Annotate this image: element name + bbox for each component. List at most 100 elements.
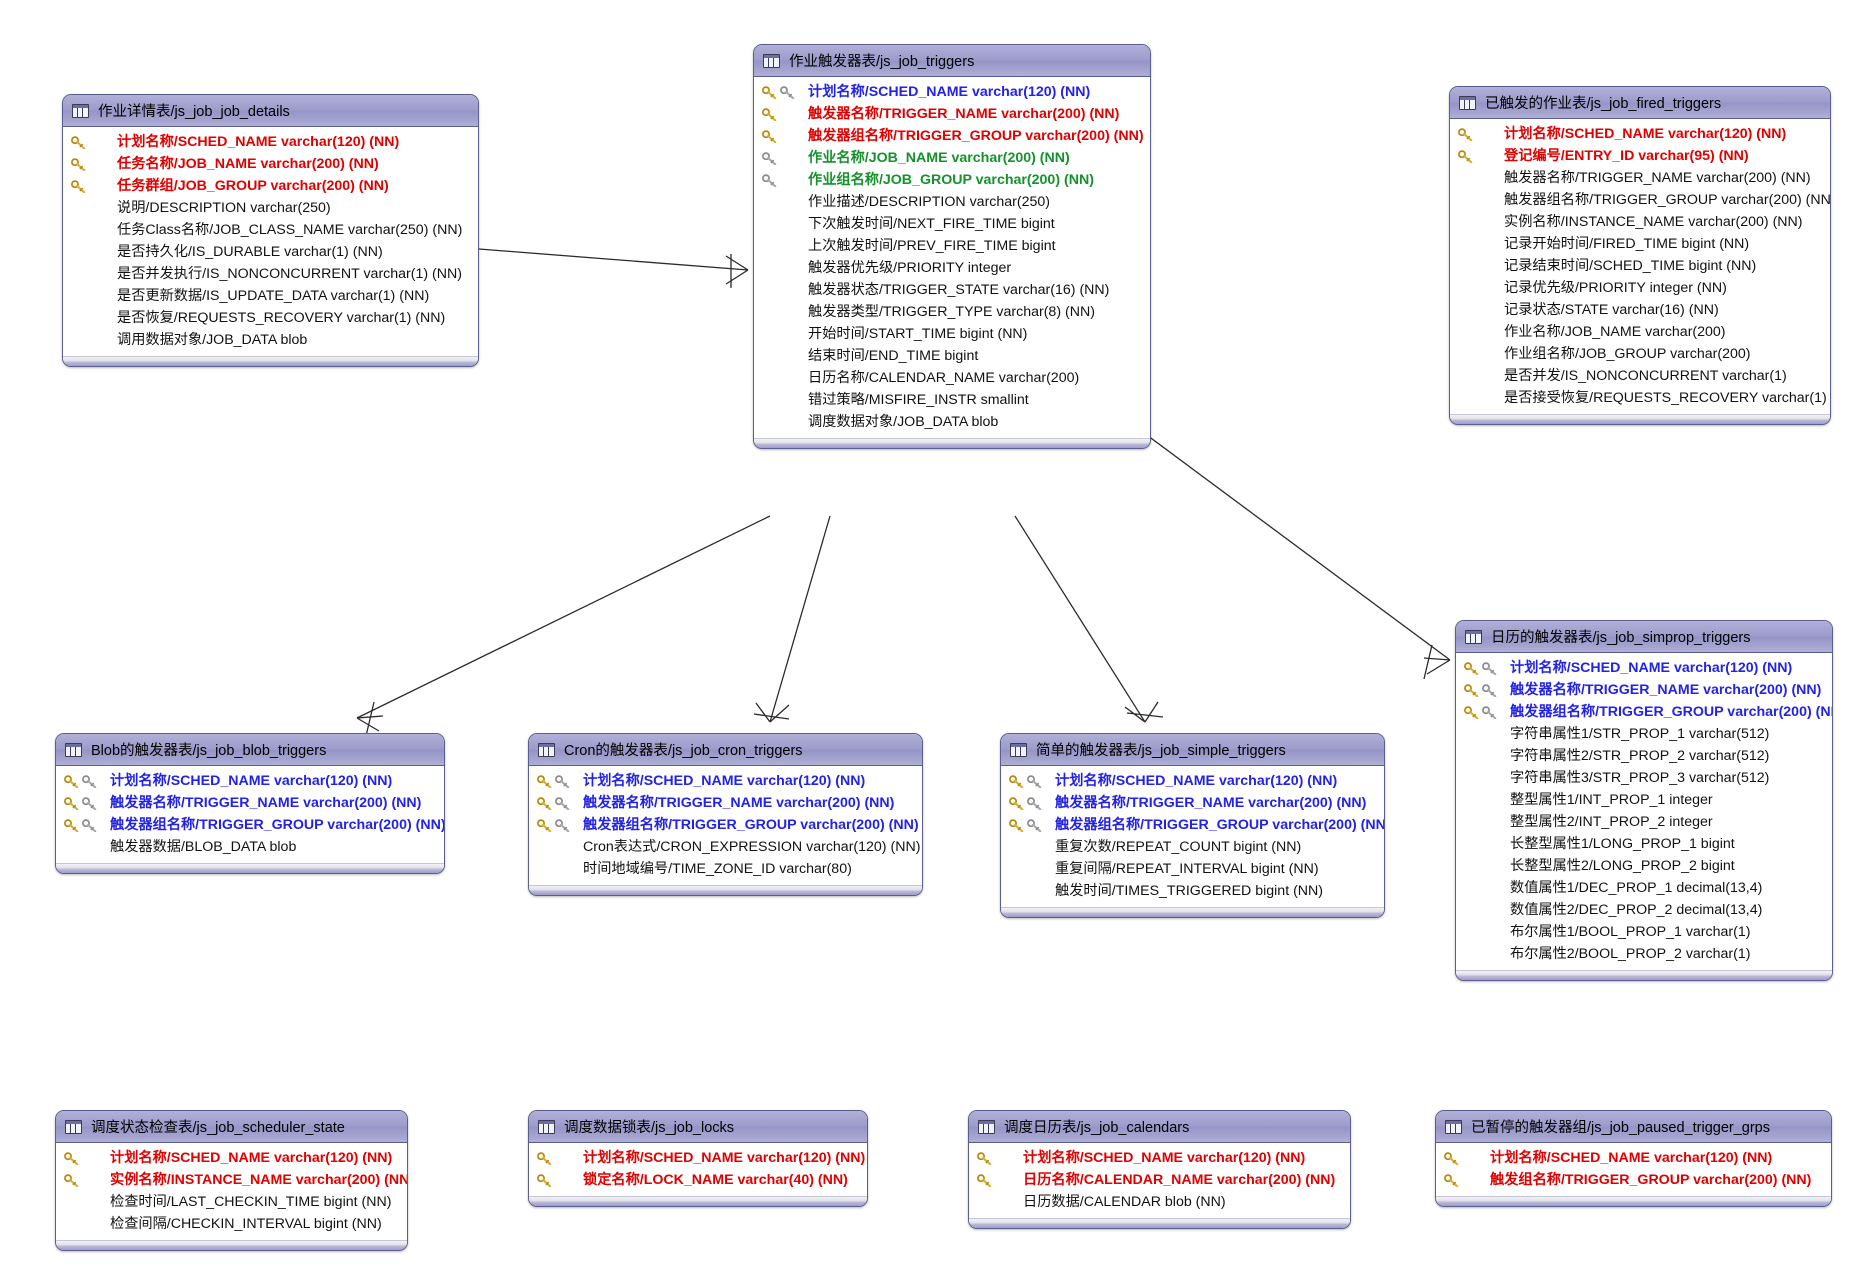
attribute-row[interactable]: 触发器状态/TRIGGER_STATE varchar(16) (NN) (754, 279, 1150, 301)
attribute-row[interactable]: 记录开始时间/FIRED_TIME bigint (NN) (1450, 233, 1830, 255)
attribute-row[interactable]: 日历数据/CALENDAR blob (NN) (969, 1191, 1350, 1213)
entity-cron_triggers[interactable]: Cron的触发器表/js_job_cron_triggers 计划名称/SCHED… (528, 733, 923, 896)
attribute-row[interactable]: 实例名称/INSTANCE_NAME varchar(200) (NN) (56, 1169, 407, 1191)
attribute-row[interactable]: 整型属性2/INT_PROP_2 integer (1456, 811, 1832, 833)
entity-scheduler_state[interactable]: 调度状态检查表/js_job_scheduler_state 计划名称/SCHED… (55, 1110, 408, 1251)
attribute-row[interactable]: 触发器组名称/TRIGGER_GROUP varchar(200) (NN) (56, 814, 444, 836)
attribute-row[interactable]: 触发器类型/TRIGGER_TYPE varchar(8) (NN) (754, 301, 1150, 323)
entity-header-simprop_triggers[interactable]: 日历的触发器表/js_job_simprop_triggers (1456, 621, 1832, 653)
attribute-row[interactable]: 记录结束时间/SCHED_TIME bigint (NN) (1450, 255, 1830, 277)
attribute-row[interactable]: 作业组名称/JOB_GROUP varchar(200) (NN) (754, 169, 1150, 191)
attribute-row[interactable]: 触发器名称/TRIGGER_NAME varchar(200) (NN) (1001, 792, 1384, 814)
attribute-row[interactable]: 字符串属性1/STR_PROP_1 varchar(512) (1456, 723, 1832, 745)
attribute-row[interactable]: 说明/DESCRIPTION varchar(250) (63, 197, 478, 219)
attribute-row[interactable]: 触发时间/TIMES_TRIGGERED bigint (NN) (1001, 880, 1384, 902)
entity-simprop_triggers[interactable]: 日历的触发器表/js_job_simprop_triggers 计划名称/SCHE… (1455, 620, 1833, 981)
attribute-row[interactable]: 字符串属性2/STR_PROP_2 varchar(512) (1456, 745, 1832, 767)
entity-calendars[interactable]: 调度日历表/js_job_calendars 计划名称/SCHED_NAME va… (968, 1110, 1351, 1229)
attribute-row[interactable]: 计划名称/SCHED_NAME varchar(120) (NN) (754, 81, 1150, 103)
attribute-row[interactable]: 是否持久化/IS_DURABLE varchar(1) (NN) (63, 241, 478, 263)
entity-header-job_triggers[interactable]: 作业触发器表/js_job_triggers (754, 45, 1150, 77)
attribute-row[interactable]: 触发器名称/TRIGGER_NAME varchar(200) (NN) (1456, 679, 1832, 701)
attribute-row[interactable]: 锁定名称/LOCK_NAME varchar(40) (NN) (529, 1169, 867, 1191)
attribute-row[interactable]: 计划名称/SCHED_NAME varchar(120) (NN) (1001, 770, 1384, 792)
attribute-row[interactable]: 调用数据对象/JOB_DATA blob (63, 329, 478, 351)
attribute-row[interactable]: 计划名称/SCHED_NAME varchar(120) (NN) (1436, 1147, 1831, 1169)
attribute-row[interactable]: 计划名称/SCHED_NAME varchar(120) (NN) (529, 1147, 867, 1169)
attribute-row[interactable]: 布尔属性2/BOOL_PROP_2 varchar(1) (1456, 943, 1832, 965)
attribute-row[interactable]: 登记编号/ENTRY_ID varchar(95) (NN) (1450, 145, 1830, 167)
attribute-row[interactable]: 触发器名称/TRIGGER_NAME varchar(200) (NN) (1450, 167, 1830, 189)
attribute-row[interactable]: 计划名称/SCHED_NAME varchar(120) (NN) (1450, 123, 1830, 145)
entity-simple_triggers[interactable]: 简单的触发器表/js_job_simple_triggers 计划名称/SCHED… (1000, 733, 1385, 918)
entity-job_details[interactable]: 作业详情表/js_job_job_details 计划名称/SCHED_NAME … (62, 94, 479, 367)
attribute-row[interactable]: 任务Class名称/JOB_CLASS_NAME varchar(250) (N… (63, 219, 478, 241)
attribute-row[interactable]: 重复次数/REPEAT_COUNT bigint (NN) (1001, 836, 1384, 858)
attribute-row[interactable]: 检查时间/LAST_CHECKIN_TIME bigint (NN) (56, 1191, 407, 1213)
attribute-row[interactable]: 是否并发执行/IS_NONCONCURRENT varchar(1) (NN) (63, 263, 478, 285)
attribute-row[interactable]: 整型属性1/INT_PROP_1 integer (1456, 789, 1832, 811)
attribute-row[interactable]: 错过策略/MISFIRE_INSTR smallint (754, 389, 1150, 411)
attribute-row[interactable]: 日历名称/CALENDAR_NAME varchar(200) (754, 367, 1150, 389)
entity-header-job_details[interactable]: 作业详情表/js_job_job_details (63, 95, 478, 127)
attribute-row[interactable]: 长整型属性2/LONG_PROP_2 bigint (1456, 855, 1832, 877)
attribute-row[interactable]: 记录优先级/PRIORITY integer (NN) (1450, 277, 1830, 299)
attribute-row[interactable]: 触发器数据/BLOB_DATA blob (56, 836, 444, 858)
attribute-row[interactable]: 计划名称/SCHED_NAME varchar(120) (NN) (969, 1147, 1350, 1169)
entity-locks[interactable]: 调度数据锁表/js_job_locks 计划名称/SCHED_NAME varch… (528, 1110, 868, 1207)
attribute-row[interactable]: 作业名称/JOB_NAME varchar(200) (NN) (754, 147, 1150, 169)
attribute-row[interactable]: 结束时间/END_TIME bigint (754, 345, 1150, 367)
attribute-row[interactable]: 开始时间/START_TIME bigint (NN) (754, 323, 1150, 345)
attribute-row[interactable]: 作业描述/DESCRIPTION varchar(250) (754, 191, 1150, 213)
attribute-row[interactable]: 调度数据对象/JOB_DATA blob (754, 411, 1150, 433)
attribute-row[interactable]: 计划名称/SCHED_NAME varchar(120) (NN) (56, 1147, 407, 1169)
attribute-row[interactable]: 计划名称/SCHED_NAME varchar(120) (NN) (56, 770, 444, 792)
attribute-row[interactable]: 时间地域编号/TIME_ZONE_ID varchar(80) (529, 858, 922, 880)
attribute-row[interactable]: 触发器组名称/TRIGGER_GROUP varchar(200) (NN) (754, 125, 1150, 147)
attribute-row[interactable]: 任务名称/JOB_NAME varchar(200) (NN) (63, 153, 478, 175)
attribute-row[interactable]: 任务群组/JOB_GROUP varchar(200) (NN) (63, 175, 478, 197)
attribute-row[interactable]: 记录状态/STATE varchar(16) (NN) (1450, 299, 1830, 321)
attribute-row[interactable]: 触发器组名称/TRIGGER_GROUP varchar(200) (NN) (1450, 189, 1830, 211)
attribute-row[interactable]: 触发器优先级/PRIORITY integer (754, 257, 1150, 279)
attribute-row[interactable]: 数值属性1/DEC_PROP_1 decimal(13,4) (1456, 877, 1832, 899)
attribute-row[interactable]: 触发器组名称/TRIGGER_GROUP varchar(200) (NN) (529, 814, 922, 836)
entity-header-calendars[interactable]: 调度日历表/js_job_calendars (969, 1111, 1350, 1143)
attribute-row[interactable]: 实例名称/INSTANCE_NAME varchar(200) (NN) (1450, 211, 1830, 233)
entity-blob_triggers[interactable]: Blob的触发器表/js_job_blob_triggers 计划名称/SCHED… (55, 733, 445, 874)
attribute-row[interactable]: 计划名称/SCHED_NAME varchar(120) (NN) (529, 770, 922, 792)
entity-header-cron_triggers[interactable]: Cron的触发器表/js_job_cron_triggers (529, 734, 922, 766)
attribute-row[interactable]: 检查间隔/CHECKIN_INTERVAL bigint (NN) (56, 1213, 407, 1235)
attribute-row[interactable]: 字符串属性3/STR_PROP_3 varchar(512) (1456, 767, 1832, 789)
attribute-row[interactable]: 触发器名称/TRIGGER_NAME varchar(200) (NN) (754, 103, 1150, 125)
entity-fired_triggers[interactable]: 已触发的作业表/js_job_fired_triggers 计划名称/SCHED_… (1449, 86, 1831, 425)
attribute-row[interactable]: 下次触发时间/NEXT_FIRE_TIME bigint (754, 213, 1150, 235)
attribute-row[interactable]: 触发器名称/TRIGGER_NAME varchar(200) (NN) (56, 792, 444, 814)
attribute-row[interactable]: 长整型属性1/LONG_PROP_1 bigint (1456, 833, 1832, 855)
attribute-row[interactable]: 上次触发时间/PREV_FIRE_TIME bigint (754, 235, 1150, 257)
attribute-row[interactable]: 触发器组名称/TRIGGER_GROUP varchar(200) (NN) (1456, 701, 1832, 723)
attribute-row[interactable]: 日历名称/CALENDAR_NAME varchar(200) (NN) (969, 1169, 1350, 1191)
attribute-row[interactable]: 触发器组名称/TRIGGER_GROUP varchar(200) (NN) (1001, 814, 1384, 836)
entity-paused_trigger_grps[interactable]: 已暂停的触发器组/js_job_paused_trigger_grps 计划名称/… (1435, 1110, 1832, 1207)
attribute-row[interactable]: 触发组名称/TRIGGER_GROUP varchar(200) (NN) (1436, 1169, 1831, 1191)
attribute-row[interactable]: 数值属性2/DEC_PROP_2 decimal(13,4) (1456, 899, 1832, 921)
attribute-row[interactable]: 触发器名称/TRIGGER_NAME varchar(200) (NN) (529, 792, 922, 814)
attribute-row[interactable]: 作业名称/JOB_NAME varchar(200) (1450, 321, 1830, 343)
attribute-row[interactable]: 重复间隔/REPEAT_INTERVAL bigint (NN) (1001, 858, 1384, 880)
entity-header-blob_triggers[interactable]: Blob的触发器表/js_job_blob_triggers (56, 734, 444, 766)
attribute-row[interactable]: 是否更新数据/IS_UPDATE_DATA varchar(1) (NN) (63, 285, 478, 307)
entity-header-paused_trigger_grps[interactable]: 已暂停的触发器组/js_job_paused_trigger_grps (1436, 1111, 1831, 1143)
attribute-row[interactable]: 是否接受恢复/REQUESTS_RECOVERY varchar(1) (1450, 387, 1830, 409)
entity-header-fired_triggers[interactable]: 已触发的作业表/js_job_fired_triggers (1450, 87, 1830, 119)
attribute-row[interactable]: 计划名称/SCHED_NAME varchar(120) (NN) (1456, 657, 1832, 679)
attribute-row[interactable]: 计划名称/SCHED_NAME varchar(120) (NN) (63, 131, 478, 153)
entity-header-scheduler_state[interactable]: 调度状态检查表/js_job_scheduler_state (56, 1111, 407, 1143)
entity-header-simple_triggers[interactable]: 简单的触发器表/js_job_simple_triggers (1001, 734, 1384, 766)
entity-header-locks[interactable]: 调度数据锁表/js_job_locks (529, 1111, 867, 1143)
attribute-row[interactable]: 是否并发/IS_NONCONCURRENT varchar(1) (1450, 365, 1830, 387)
attribute-row[interactable]: 是否恢复/REQUESTS_RECOVERY varchar(1) (NN) (63, 307, 478, 329)
attribute-row[interactable]: 布尔属性1/BOOL_PROP_1 varchar(1) (1456, 921, 1832, 943)
attribute-row[interactable]: Cron表达式/CRON_EXPRESSION varchar(120) (NN… (529, 836, 922, 858)
attribute-row[interactable]: 作业组名称/JOB_GROUP varchar(200) (1450, 343, 1830, 365)
